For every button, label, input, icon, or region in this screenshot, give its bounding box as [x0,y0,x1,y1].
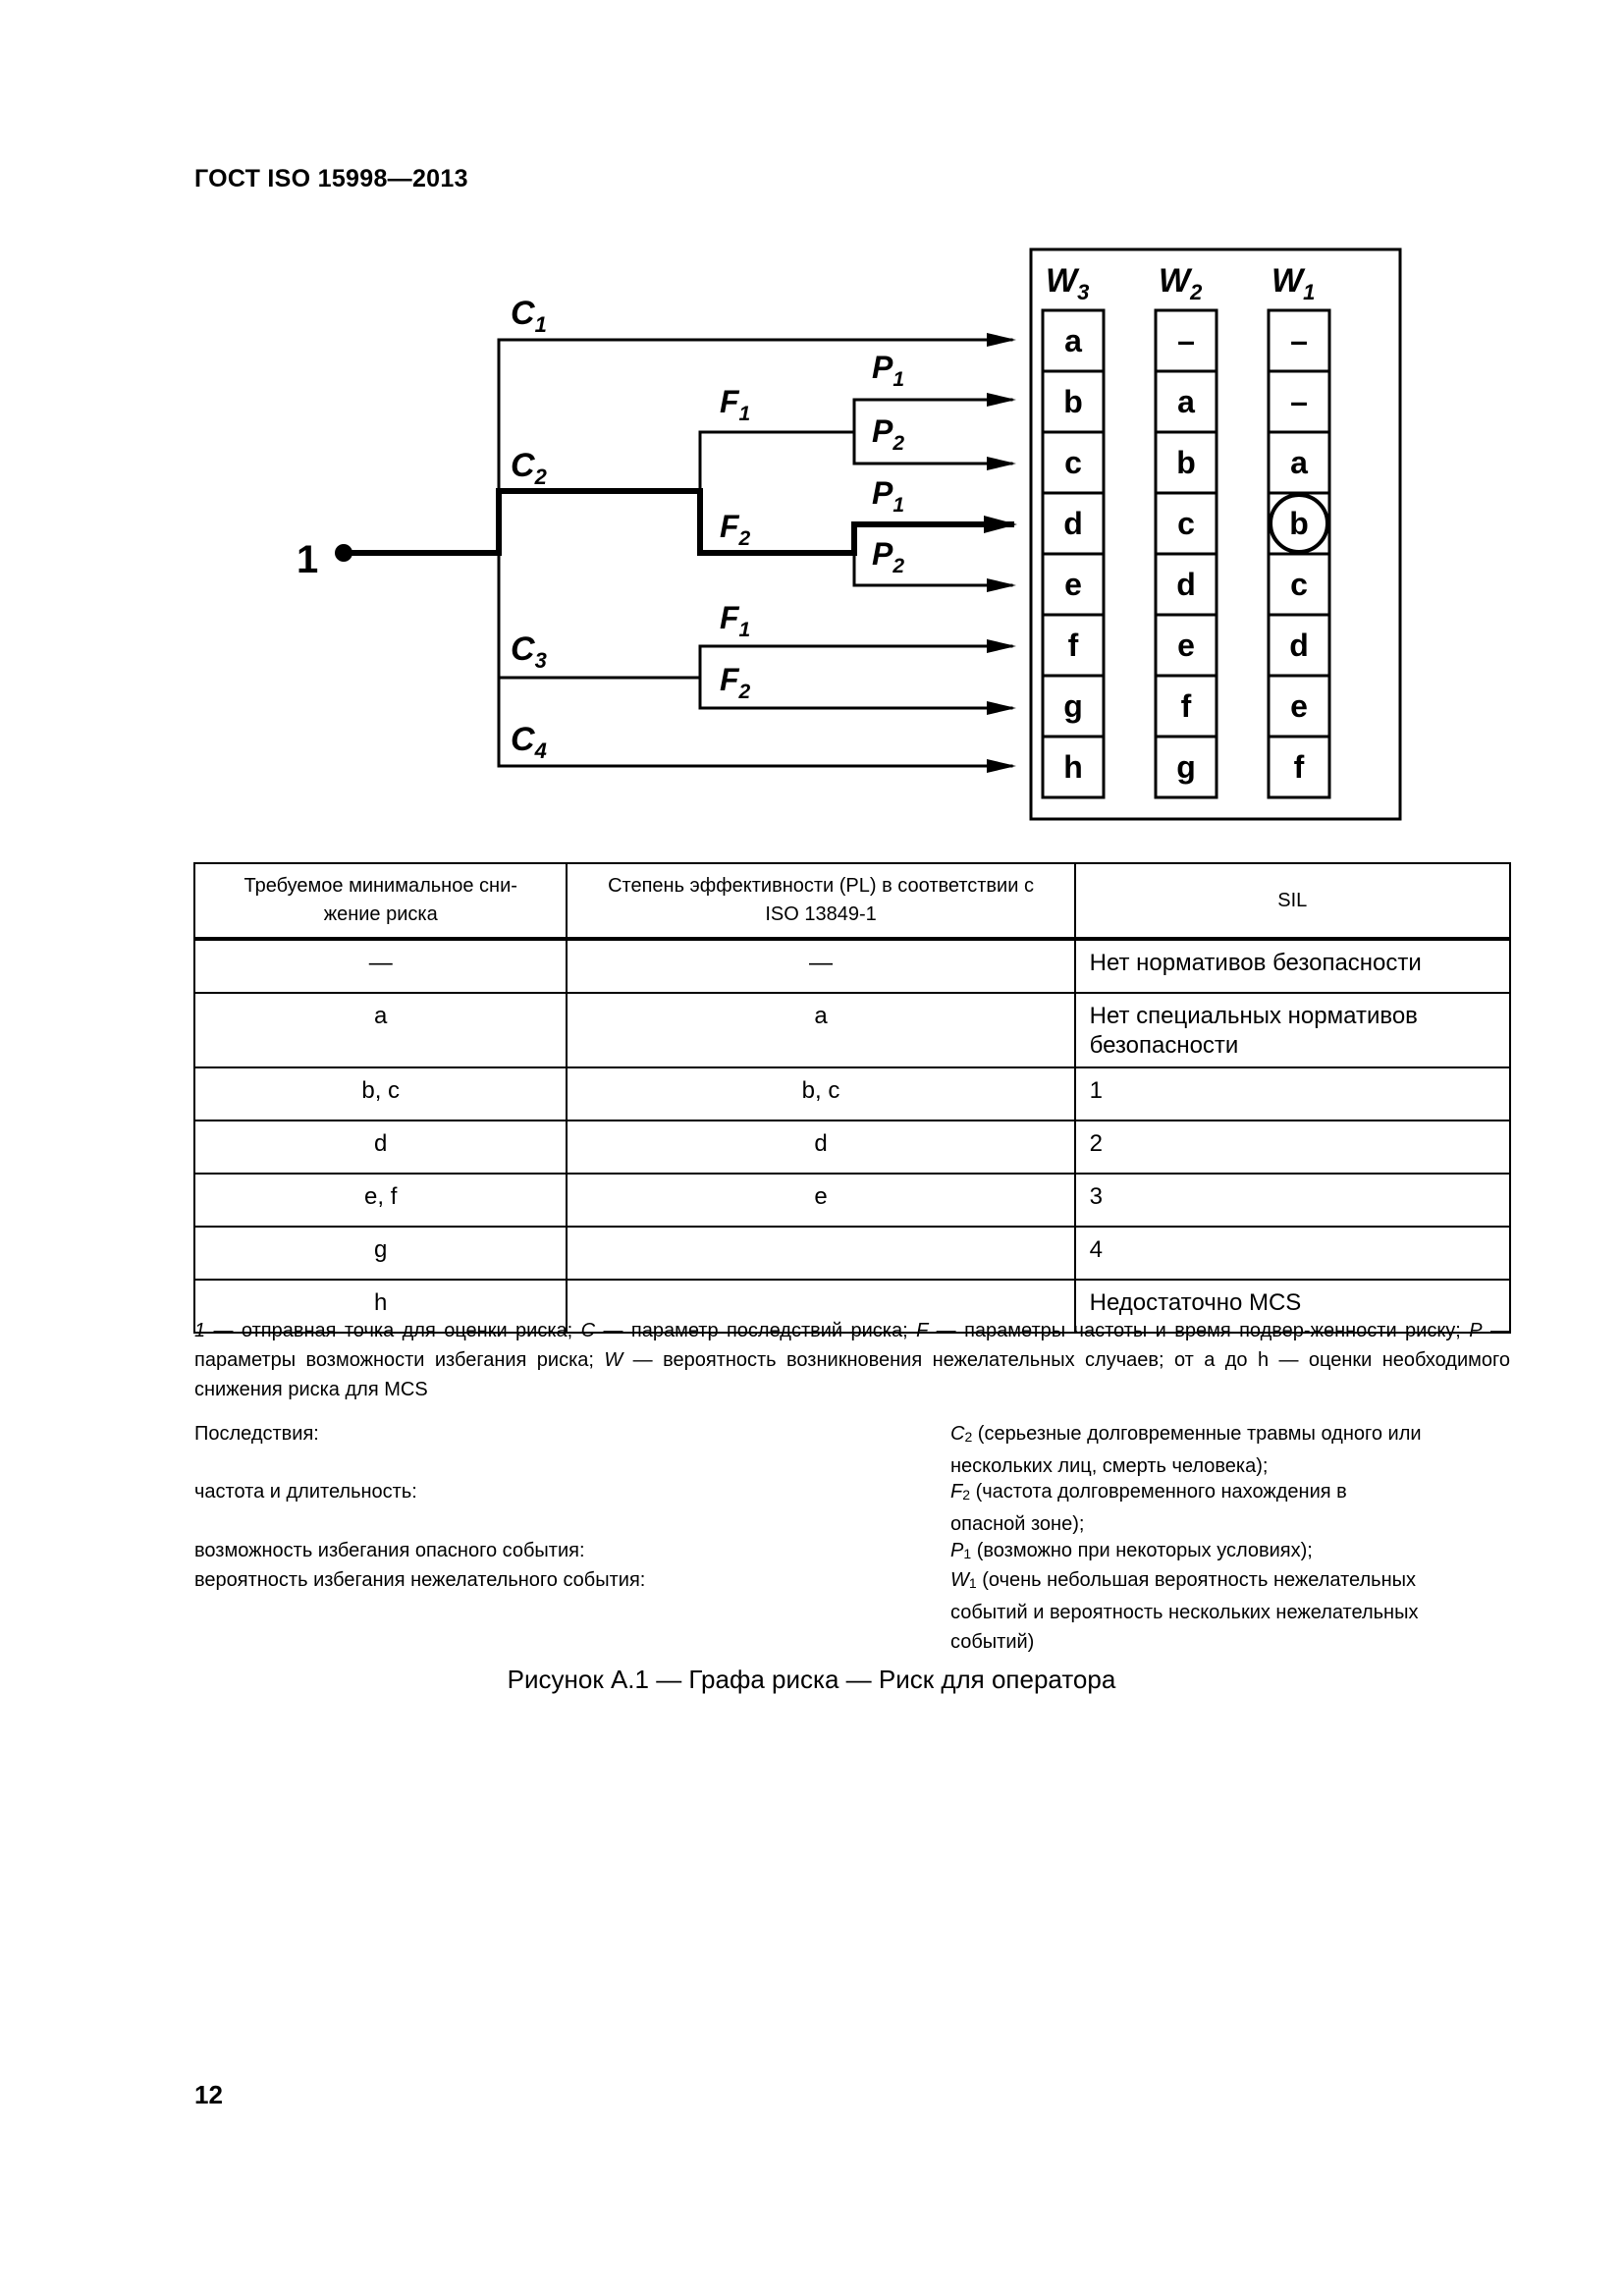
w-cell-value: e [1290,688,1308,724]
column-header-w3: W3 [1046,262,1089,304]
branch-f2-lower-label: F2 [720,662,751,703]
table-cell-sil: 4 [1073,1226,1512,1281]
w-cell-value: – [1177,323,1195,358]
legend-parameter-label: частота и длительность: [194,1481,417,1503]
risk-graph: 1 C1 C2 C3 C4 F1 F2 F1 F2 P1 P2 P1 P2 W3… [297,247,1402,821]
legend-parameter-value: W1 (очень небольшая вероятность нежелате… [950,1569,1419,1653]
column-header-w1: W1 [1271,262,1315,304]
w-cell-value: b [1063,384,1083,419]
table-cell-pl [566,1279,1076,1334]
w-cell-value: c [1064,445,1082,480]
branch-f2-upper-label: F2 [720,509,751,550]
selected-level-circle [1269,493,1329,554]
w-cell-value: a [1064,323,1082,358]
table-row: ——Нет нормативов безопасности [192,938,1512,994]
table-cell-pl: — [566,938,1076,994]
table-cell-risk-reduction: h [192,1279,568,1334]
legend-parameter-label: Последствия: [194,1423,319,1445]
table-cell-sil: Нет нормативов безопасности [1073,938,1512,994]
branch-p1-lower-label: P1 [872,475,904,517]
w-cell-value: a [1290,445,1308,480]
branch-f1-upper-label: F1 [720,384,750,425]
table-cell-risk-reduction: b, c [192,1066,568,1121]
w-cell-value: – [1290,323,1308,358]
table-cell-risk-reduction: a [192,992,568,1068]
table-cell-sil: Недостаточно MCS [1073,1279,1512,1334]
legend-parameter-label: возможность избегания опасного события: [194,1540,585,1561]
legend-parameter-value: P1 (возможно при некоторых условиях); [950,1540,1313,1561]
branch-c1-label: C1 [511,295,547,337]
w-cell-value: h [1063,749,1083,785]
table-header-risk-reduction: Требуемое минимальное сни-жение риска [192,862,568,941]
table-cell-risk-reduction: e, f [192,1173,568,1228]
branch-c2-label: C2 [511,447,548,489]
w-cell-value: f [1068,628,1079,663]
table-row: h Недостаточно MCS [192,1279,1512,1334]
branch-p2-upper-label: P2 [872,413,904,455]
page-number: 12 [194,2080,223,2109]
table-cell-pl: d [566,1120,1076,1175]
table-cell-risk-reduction: — [192,938,568,994]
table-cell-sil: 2 [1073,1120,1512,1175]
w-cell-value: c [1290,567,1308,602]
figure-legend: 1 — отправная точка для оценки риска; C … [194,1320,1511,1400]
w-cell-value: a [1177,384,1195,419]
w-cell-value: d [1289,628,1309,663]
branch-c4-label: C4 [511,721,547,763]
w-cell-box [1267,735,1331,799]
w-cell-value: f [1294,749,1305,785]
w-cell-value: d [1176,567,1196,602]
column-header-w2: W2 [1159,262,1203,304]
table-cell-risk-reduction: g [192,1226,568,1281]
branch-p2-lower-label: P2 [872,536,904,577]
w-cell-value: e [1177,628,1195,663]
branch-c3-label: C3 [511,630,547,673]
w-cell-box [1041,735,1106,799]
table-header-sil: SIL [1073,862,1512,941]
w-cell-value: d [1063,506,1083,541]
table-cell-sil: 1 [1073,1066,1512,1121]
start-label: 1 [297,538,318,581]
branch-f1-lower-label: F1 [720,600,750,641]
w-cell-value: g [1063,688,1083,724]
w-cell-value: g [1176,749,1196,785]
figure-caption: Рисунок А.1 — Графа риска — Риск для опе… [507,1665,1116,1694]
w-cell-value: e [1064,567,1082,602]
table-cell-sil: 3 [1073,1173,1512,1228]
w-cell-value: b [1176,445,1196,480]
table-header-pl: Степень эффективности (PL) в соответстви… [566,862,1076,941]
document-header: ГОСТ ISO 15998—2013 [194,165,468,192]
table-cell-pl: b, c [566,1066,1076,1121]
w-cell-value: c [1177,506,1195,541]
branch-p1-upper-label: P1 [872,350,904,391]
table-cell-risk-reduction: d [192,1120,568,1175]
w-cell-box [1154,735,1218,799]
table-cell-pl: e [566,1173,1076,1228]
table-cell-pl: a [566,992,1076,1068]
risk-reduction-table: Требуемое минимальное сни-жение риска Ст… [192,862,1512,1334]
legend-parameter-value: C2 (серьезные долговременные травмы одно… [950,1423,1422,1477]
w-cell-value: f [1181,688,1192,724]
legend-parameter-value: F2 (частота долговременного нахождения в… [950,1481,1347,1535]
legend-parameter-label: вероятность избегания нежелательного соб… [194,1569,646,1591]
table-cell-pl [566,1226,1076,1281]
w-cell-value: b [1289,506,1309,541]
w-cell-value: – [1290,384,1308,419]
